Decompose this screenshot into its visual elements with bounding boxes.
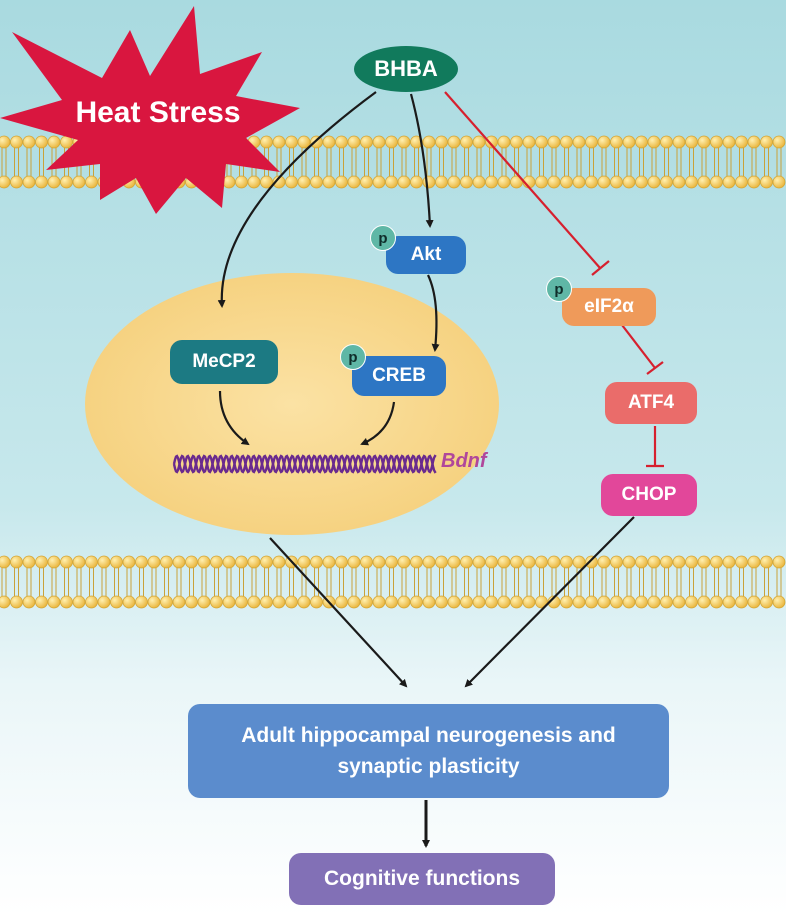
chop-label: CHOP <box>621 484 677 505</box>
inhibit-bar-eif2a <box>591 260 610 276</box>
phospho-badge-eif2a: p <box>546 276 572 302</box>
bhba-node: BHBA <box>354 46 458 92</box>
arrow-mecp2-to-bdnf <box>218 390 250 446</box>
phospho-badge-creb: p <box>340 344 366 370</box>
arrow-nucleus-to-outcome <box>269 537 408 688</box>
atf4-node: ATF4 <box>605 382 697 424</box>
heat-stress-label: Heat Stress <box>75 96 241 129</box>
creb-label: CREB <box>372 365 426 386</box>
bdnf-gene-label: Bdnf <box>441 450 487 472</box>
phospho-badge-akt: p <box>370 225 396 251</box>
chop-node: CHOP <box>601 474 697 516</box>
eif2a-node: eIF2α <box>562 288 656 326</box>
cell-membrane-bottom <box>0 555 786 609</box>
creb-node: CREB <box>352 356 446 396</box>
mecp2-label: MeCP2 <box>192 351 256 372</box>
cognitive-functions-box: Cognitive functions <box>289 853 555 905</box>
bhba-label: BHBA <box>374 56 438 81</box>
arrow-bhba-to-akt <box>409 93 434 228</box>
eif2a-label: eIF2α <box>584 296 634 317</box>
outcome-box: Adult hippocampal neurogenesis and synap… <box>188 704 669 798</box>
arrow-chop-to-outcome <box>464 516 635 688</box>
bdnf-dna-helix <box>172 454 437 474</box>
mecp2-node: MeCP2 <box>170 340 278 384</box>
inhibit-bhba-to-eif2a <box>444 91 601 269</box>
arrow-creb-to-bdnf <box>360 401 396 446</box>
arrow-akt-to-creb <box>427 274 440 352</box>
heat-stress-burst <box>0 6 300 214</box>
inhibit-eif2a-to-atf4 <box>621 324 656 369</box>
atf4-label: ATF4 <box>627 392 675 413</box>
akt-label: Akt <box>410 244 442 265</box>
arrow-bhba-to-mecp2 <box>217 91 377 308</box>
akt-node: Akt <box>386 236 466 274</box>
inhibit-bar-atf4 <box>646 361 664 375</box>
